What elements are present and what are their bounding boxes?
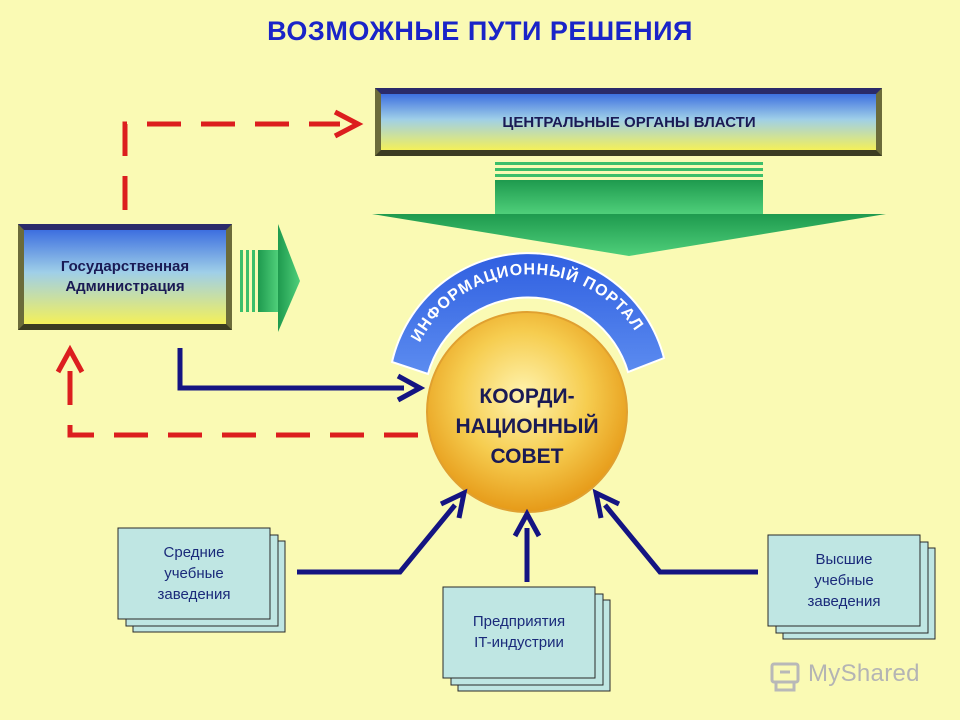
higher-line3: заведения bbox=[807, 592, 881, 610]
state-administration-line2: Администрация bbox=[65, 278, 185, 295]
secondary-line2: учебные bbox=[164, 564, 224, 582]
higher-line2: учебные bbox=[814, 571, 874, 589]
council-line2: НАЦИОННЫЙ bbox=[455, 415, 599, 438]
myshared-logo-icon bbox=[770, 662, 800, 692]
green-arrow-down bbox=[372, 162, 886, 256]
it-line1: Предприятия bbox=[472, 613, 566, 630]
dashed-arrow-council-to-admin bbox=[55, 344, 418, 438]
green-arrow-right bbox=[240, 224, 300, 332]
it-enterprises-stack bbox=[442, 586, 611, 692]
higher-education-label: Высшие учебные заведения bbox=[769, 536, 919, 624]
higher-education-stack bbox=[767, 534, 936, 640]
watermark-text: MyShared bbox=[808, 660, 920, 687]
secondary-line1: Средние bbox=[163, 543, 225, 561]
solid-arrow-admin-to-council bbox=[177, 348, 426, 403]
secondary-schools-label: Средние учебные заведения bbox=[119, 529, 269, 617]
coordination-council-label: КООРДИ- НАЦИОННЫЙ СОВЕТ bbox=[430, 352, 624, 502]
state-administration-line1: Государственная bbox=[60, 258, 190, 275]
page-title: ВОЗМОЖНЫЕ ПУТИ РЕШЕНИЯ bbox=[267, 16, 693, 46]
secondary-line3: заведения bbox=[157, 585, 231, 603]
solid-arrow-higher-to-council bbox=[592, 488, 758, 575]
central-authorities-label: ЦЕНТРАЛЬНЫЕ ОРГАНЫ ВЛАСТИ bbox=[502, 113, 756, 131]
solid-arrow-secondary-to-council bbox=[297, 488, 468, 575]
state-administration-box bbox=[18, 224, 232, 330]
secondary-schools-stack bbox=[117, 527, 286, 633]
it-line2: IT-индустрии bbox=[474, 634, 564, 651]
higher-line1: Высшие bbox=[815, 550, 873, 568]
state-administration-label: Государственная Администрация bbox=[22, 228, 228, 326]
council-line1: КООРДИ- bbox=[479, 385, 575, 408]
dashed-arrow-admin-to-central bbox=[122, 109, 364, 210]
council-line3: СОВЕТ bbox=[490, 445, 564, 468]
solid-arrow-it-to-council bbox=[512, 508, 542, 582]
it-enterprises-label: Предприятия IT-индустрии bbox=[444, 588, 594, 676]
central-authorities-box bbox=[375, 88, 882, 156]
